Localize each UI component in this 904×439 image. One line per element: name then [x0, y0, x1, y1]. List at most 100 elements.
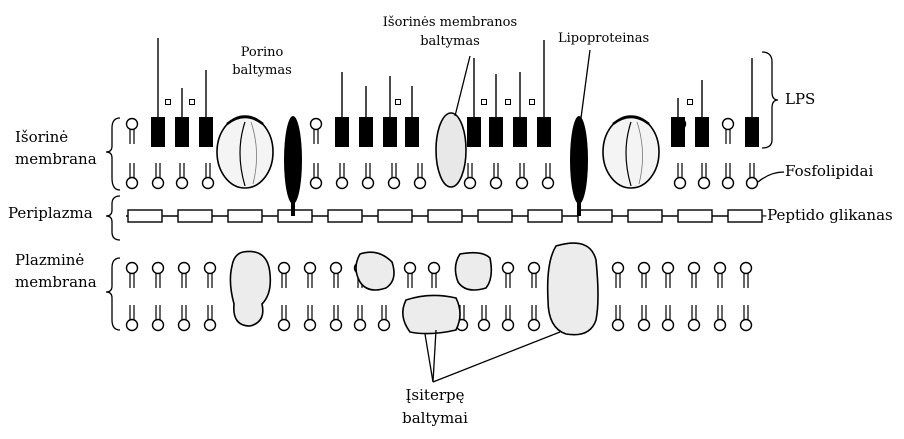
outer-membrane-protein	[436, 113, 466, 187]
phospholipid	[177, 163, 188, 189]
lps-core-block	[405, 117, 419, 147]
integral-protein-large	[548, 243, 598, 335]
peptidoglycan-unit	[678, 210, 712, 222]
phospholipid	[205, 305, 216, 331]
integral-proteins-label-line1: Įsiterpę	[380, 386, 490, 405]
phospholipid	[663, 263, 674, 289]
phospholipid	[723, 119, 734, 145]
lipid-head	[491, 178, 502, 189]
phospholipid	[305, 305, 316, 331]
lps-core-block	[513, 117, 527, 147]
lipid-head	[363, 178, 374, 189]
omp-label-line2: baltymas	[370, 33, 530, 50]
periplasm-brace	[106, 196, 120, 240]
lipid-head	[203, 178, 214, 189]
peptidoglycan-unit	[428, 210, 462, 222]
phospholipid	[205, 263, 216, 289]
integral-protein-large-body	[548, 243, 598, 335]
lipid-head	[311, 119, 322, 130]
lipid-head	[279, 320, 290, 331]
integral-proteins-label-line2: baltymai	[380, 409, 490, 428]
lps-molecule	[405, 86, 419, 147]
lipid-head	[639, 263, 650, 274]
lipid-head	[127, 263, 138, 274]
lipid-head	[153, 178, 164, 189]
lps-molecule	[199, 70, 213, 147]
porin-label-line2: baltymas	[222, 62, 302, 79]
lipoprotein-stem	[577, 200, 581, 216]
phospholipid	[331, 263, 342, 289]
phospholipid	[675, 163, 686, 189]
lipid-head	[205, 320, 216, 331]
lipid-head	[179, 320, 190, 331]
outer-membrane-label-line1: Išorinė	[15, 128, 68, 147]
phospholipid	[153, 163, 164, 189]
lps-molecule	[383, 76, 397, 147]
lps-core-block	[671, 117, 685, 147]
phospholipid	[179, 305, 190, 331]
lps-molecule	[151, 38, 165, 147]
lipid-head	[723, 119, 734, 130]
lps-molecule	[745, 58, 759, 147]
phospholipid	[127, 305, 138, 331]
lipid-head	[429, 263, 440, 274]
lipid-head	[305, 263, 316, 274]
phospholipid	[331, 305, 342, 331]
phospholipid	[305, 263, 316, 289]
integral-protein-left	[230, 251, 270, 326]
peptidoglycan-unit	[628, 210, 662, 222]
plasma-membrane-label-line1: Plazminė	[15, 251, 84, 270]
integral-protein-square-body	[455, 253, 491, 290]
lipid-head	[663, 263, 674, 274]
lps-core-block	[359, 117, 373, 147]
lps-core-block	[489, 117, 503, 147]
peptidoglycan-layer	[126, 210, 762, 222]
plasma-membrane-label-line2: membrana	[15, 273, 97, 292]
peptidoglycan-label: -Peptido glikanas	[762, 206, 893, 225]
membrane-proteins	[217, 113, 659, 335]
lipid-head	[689, 263, 700, 274]
phospholipid	[715, 263, 726, 289]
lipid-head	[331, 320, 342, 331]
lipid-head	[127, 178, 138, 189]
lipid-head	[741, 320, 752, 331]
lps-molecule	[467, 58, 481, 147]
phospholipid	[311, 119, 322, 145]
lipid-head	[465, 178, 476, 189]
phospholipid	[689, 305, 700, 331]
porin-body	[603, 116, 659, 188]
phospholipid	[127, 119, 138, 145]
phospholipid	[153, 305, 164, 331]
phospholipid	[465, 163, 476, 189]
lps-core-block	[537, 117, 551, 147]
lps-core-block	[151, 117, 165, 147]
phospholipid	[127, 163, 138, 189]
lipid-head	[379, 320, 390, 331]
phospholipid	[613, 305, 624, 331]
lps-molecule	[537, 40, 551, 147]
lipid-head	[529, 263, 540, 274]
peptidoglycan-unit	[178, 210, 212, 222]
outer-membrane-label-line2: membrana	[15, 150, 97, 169]
lps-marker	[530, 100, 535, 105]
peptidoglycan-unit	[578, 210, 612, 222]
phospholipid	[311, 163, 322, 189]
integral-leader-3	[433, 332, 560, 382]
lipid-head	[613, 320, 624, 331]
lipid-head	[715, 263, 726, 274]
phospholipid	[279, 305, 290, 331]
lipid-head	[503, 263, 514, 274]
phospholipid	[203, 163, 214, 189]
phospholipid	[723, 163, 734, 189]
lipoprotein	[284, 116, 302, 216]
phospholipid-leader	[758, 172, 784, 182]
lps-molecule	[489, 74, 503, 147]
lipid-head	[529, 320, 540, 331]
lipoprotein	[570, 116, 588, 216]
integral-protein-small	[356, 252, 394, 290]
lipoprotein-stem	[291, 200, 295, 216]
phospholipid	[715, 305, 726, 331]
lps-core-block	[199, 117, 213, 147]
porin-label-line1: Porino	[222, 44, 302, 61]
omp-label-line1: Išorinės membranos	[370, 14, 530, 31]
